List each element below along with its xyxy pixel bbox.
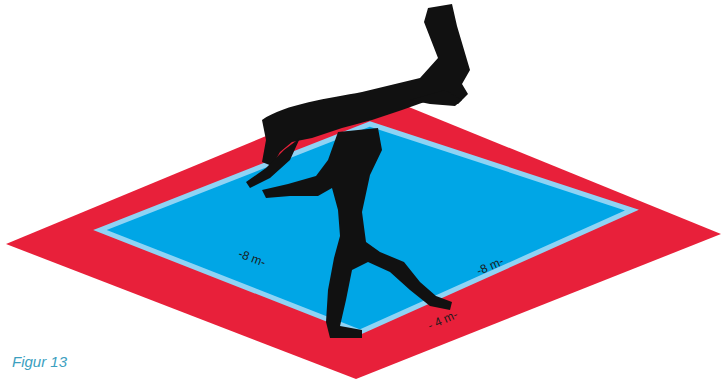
thrown-wrestler-arm bbox=[246, 138, 300, 188]
figure-caption: Figur 13 bbox=[12, 353, 67, 370]
throwing-wrestler bbox=[262, 128, 452, 338]
thrown-wrestler-leg bbox=[410, 90, 462, 106]
wrestler-silhouettes bbox=[246, 4, 470, 338]
protection-area bbox=[6, 92, 721, 379]
